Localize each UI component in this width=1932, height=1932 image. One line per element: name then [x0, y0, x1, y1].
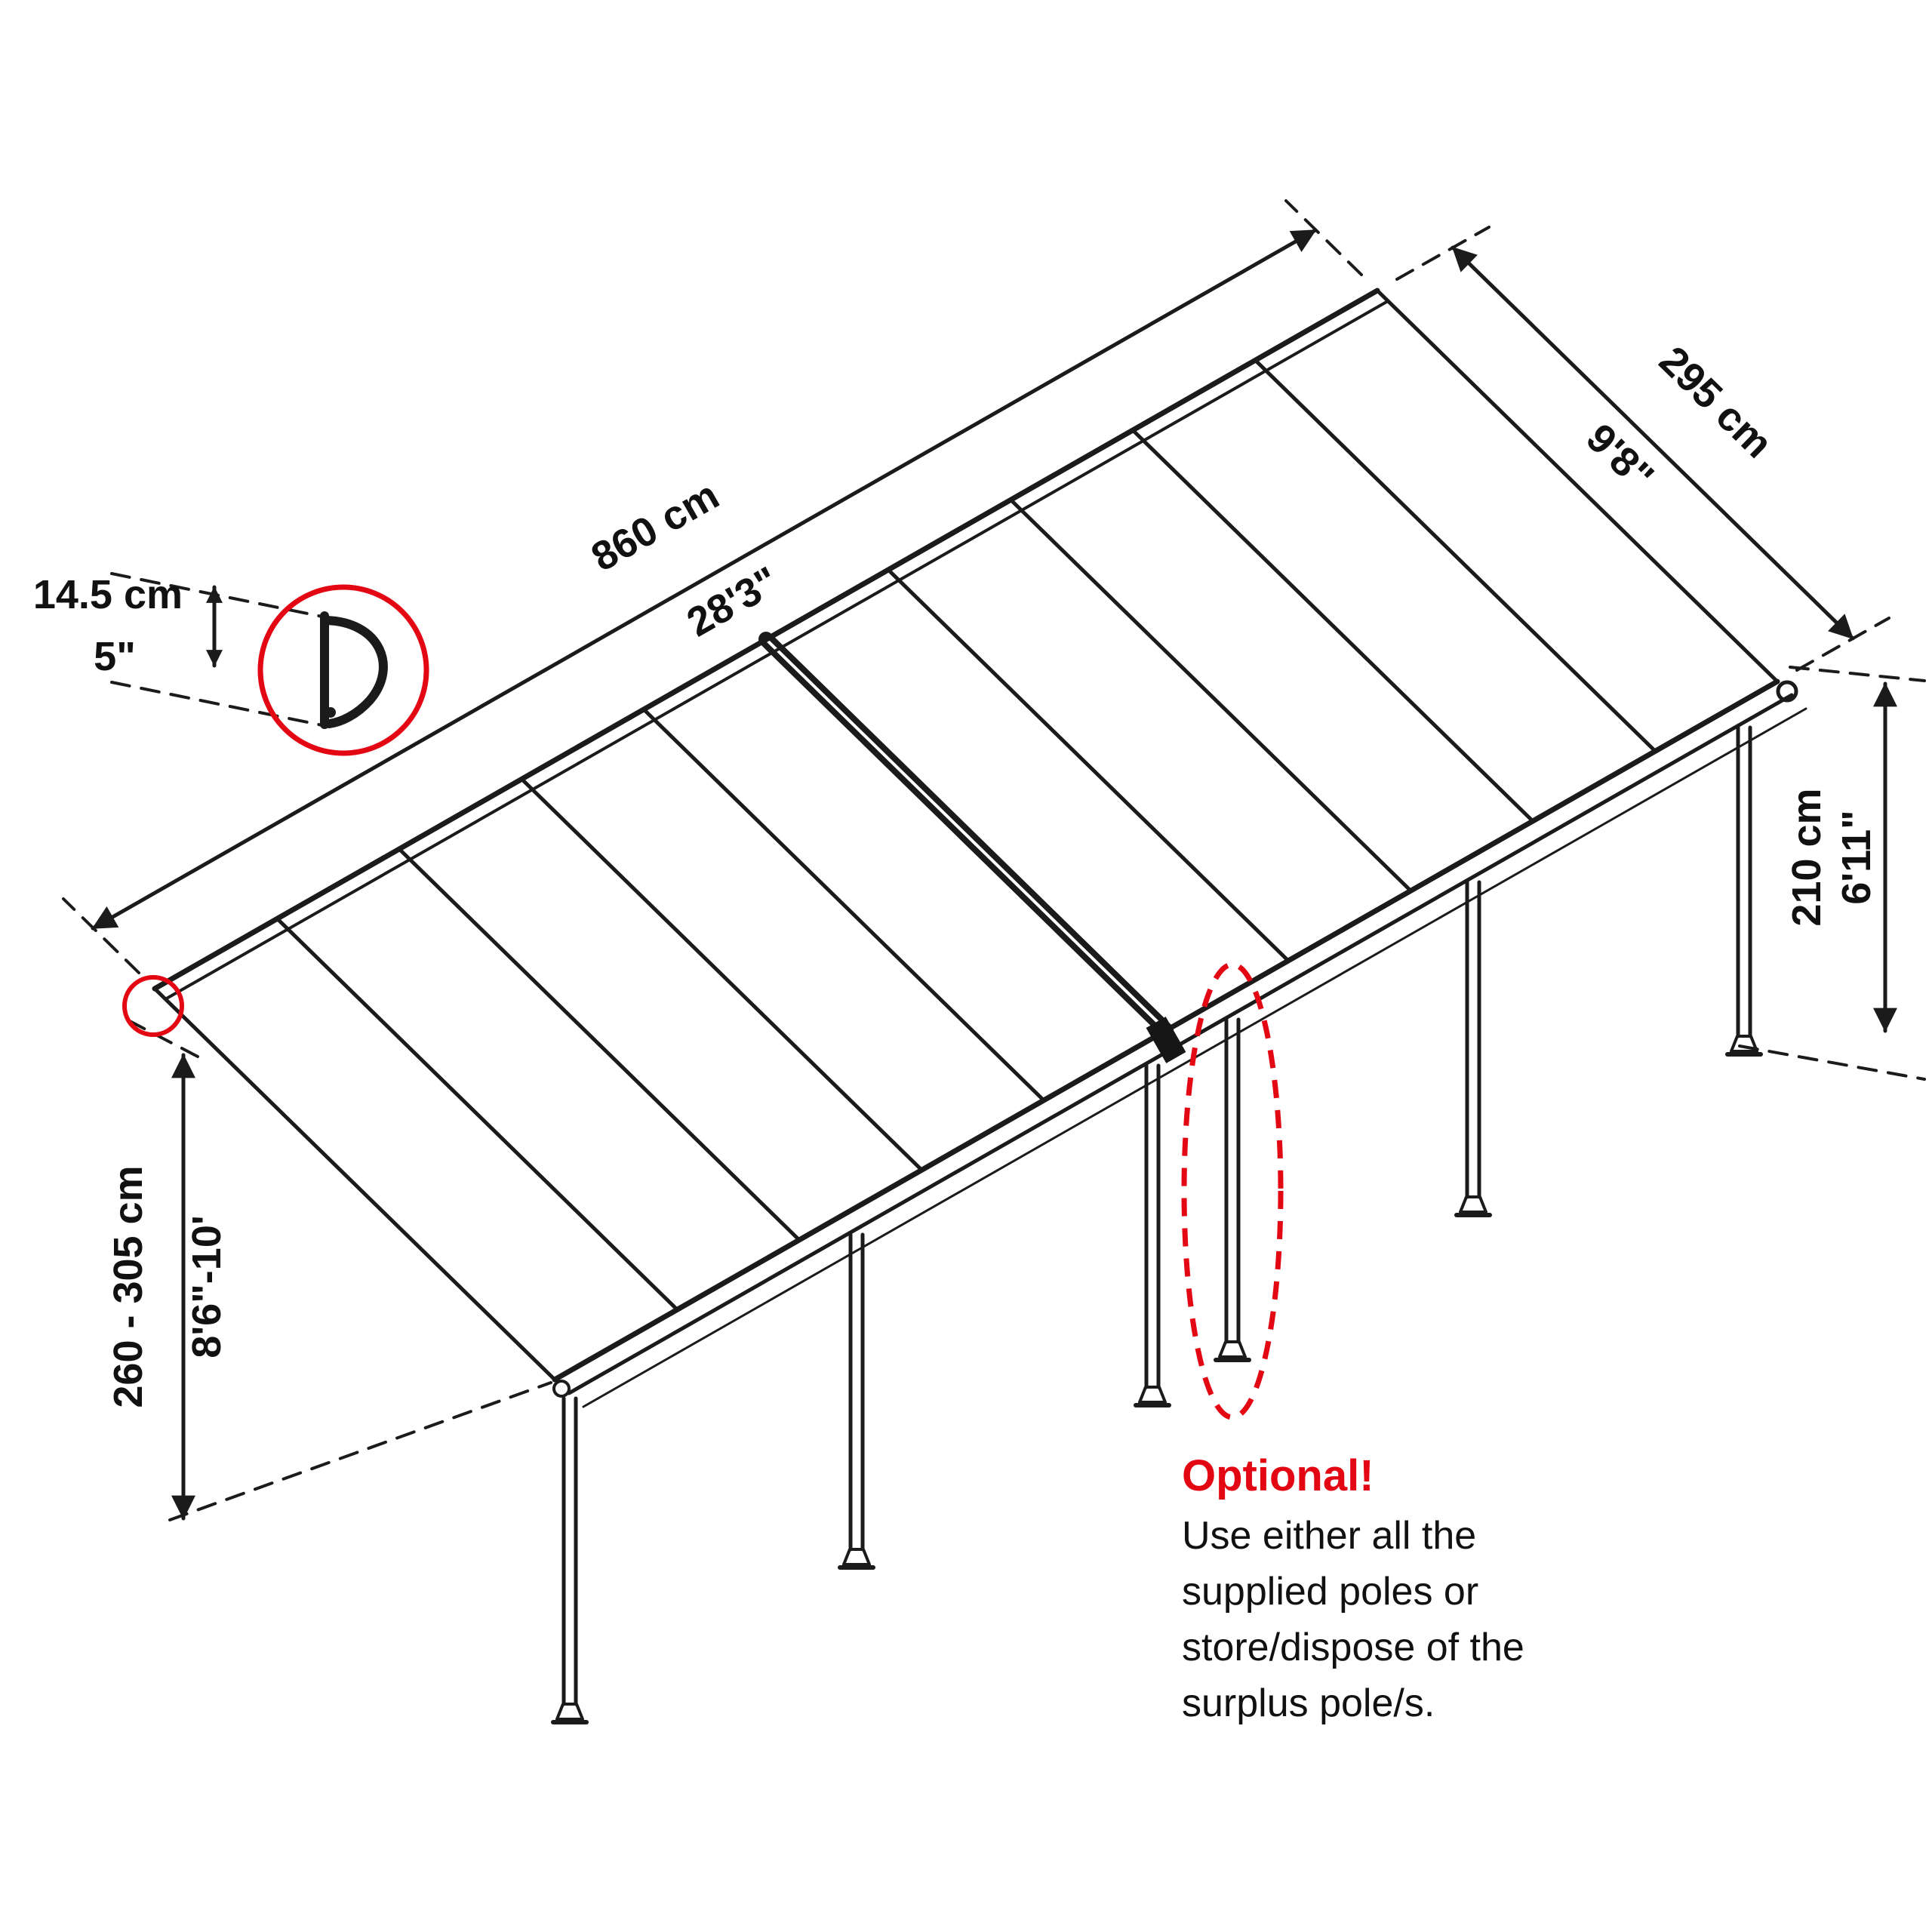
optional-pole-highlight	[1181, 961, 1284, 1420]
dimension-front-height-metric: 210 cm	[1784, 788, 1829, 926]
detail-callout-profile: 14.5 cm 5"	[33, 572, 429, 1037]
extension-line	[127, 1019, 199, 1058]
dimension-depth-imperial: 9'8"	[1577, 415, 1662, 500]
optional-note: Optional! Use either all the supplied po…	[1181, 961, 1524, 1725]
extension-line	[1738, 1044, 1926, 1081]
dimension-length-metric: 860 cm	[584, 472, 727, 580]
optional-note-title: Optional!	[1182, 1451, 1374, 1500]
dimension-profile-imperial: 5"	[94, 634, 136, 679]
dimension-back-height: 260 - 305 cm 8'6"-10'	[106, 1019, 552, 1521]
gutter-connector	[1146, 1017, 1186, 1063]
pole	[1134, 1063, 1171, 1407]
extension-line	[110, 681, 328, 728]
dimension-front-height-imperial: 6'11"	[1834, 810, 1879, 905]
roof	[152, 288, 1807, 1408]
optional-note-line: supplied poles or	[1182, 1570, 1478, 1614]
gutter-end-cap-right	[1776, 680, 1798, 703]
detail-source-circle	[122, 975, 184, 1037]
extension-line	[1795, 617, 1890, 672]
dimension-back-height-imperial: 8'6"-10'	[184, 1215, 229, 1358]
extension-line	[1395, 226, 1491, 281]
dimension-arrow-line	[91, 228, 1318, 931]
dimension-back-height-metric: 260 - 305 cm	[106, 1165, 151, 1407]
optional-note-line: Use either all the	[1182, 1514, 1476, 1558]
roof-rib	[275, 916, 679, 1312]
gutter-end-cap-left	[552, 1380, 571, 1398]
pole-optional	[1214, 1017, 1251, 1362]
pole	[1725, 725, 1763, 1057]
optional-note-line: store/dispose of the	[1182, 1626, 1524, 1669]
pole	[838, 1232, 875, 1570]
dimension-length-imperial: 28'3"	[679, 558, 786, 645]
pole	[1454, 880, 1492, 1217]
optional-note-line: surplus pole/s.	[1182, 1681, 1435, 1725]
extension-line	[1284, 199, 1363, 276]
detail-zoom-circle	[257, 584, 429, 756]
pole	[551, 1396, 589, 1724]
gutter-profile-dot	[325, 707, 336, 718]
support-poles	[551, 725, 1763, 1724]
dimension-depth-metric: 295 cm	[1651, 338, 1781, 467]
gutter-profile-curve	[321, 616, 388, 728]
roof-left-edge	[152, 986, 557, 1382]
dimension-front-height: 210 cm 6'11"	[1738, 666, 1926, 1081]
dimension-profile-metric: 14.5 cm	[33, 572, 183, 617]
extension-line	[62, 897, 140, 974]
extension-line	[1789, 666, 1926, 682]
dimension-arrow-line	[1451, 245, 1855, 641]
ground-line	[168, 1381, 552, 1521]
